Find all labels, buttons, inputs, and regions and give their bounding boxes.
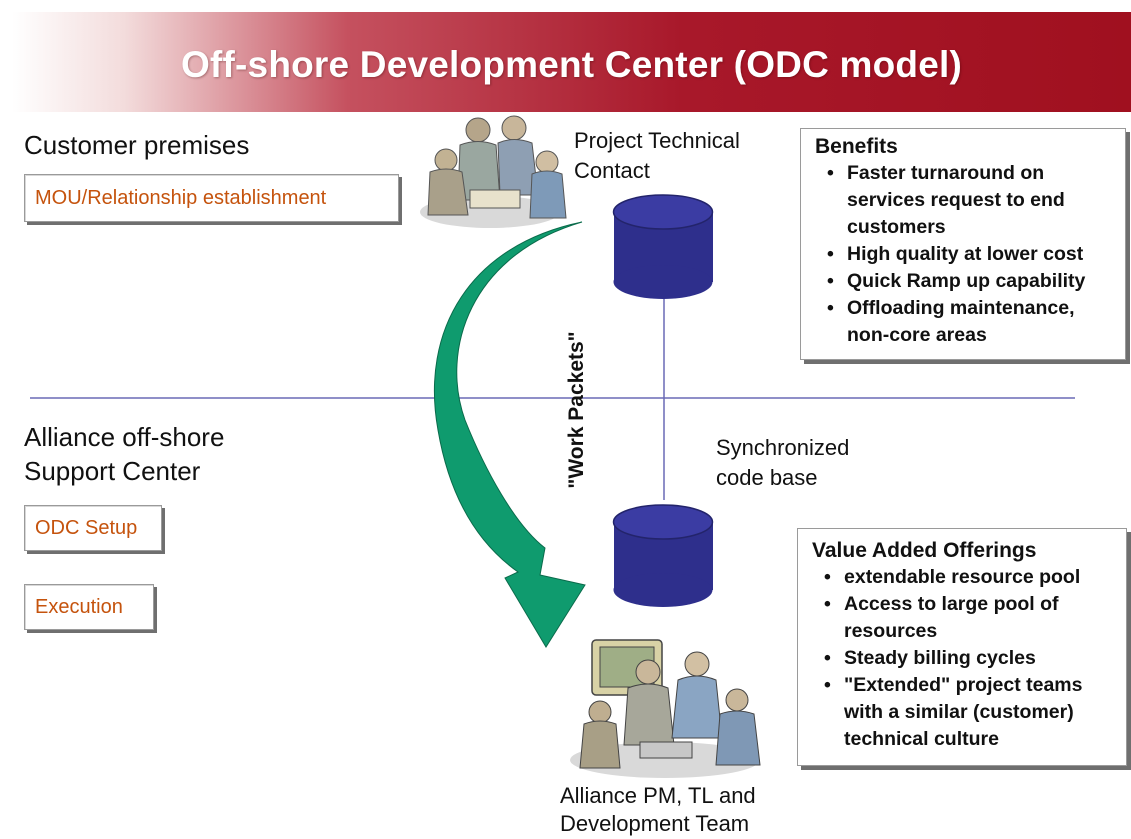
list-item: Offloading maintenance, non-core areas <box>815 295 1117 349</box>
work-packets-label: "Work Packets" <box>565 331 588 488</box>
team-label-line1: Alliance PM, TL and <box>560 783 756 808</box>
alliance-heading-line1: Alliance off-shore <box>24 422 225 452</box>
execution-label: Execution <box>35 595 123 618</box>
odc-setup-button[interactable]: ODC Setup <box>24 505 162 551</box>
sync-label-line1: Synchronized <box>716 435 850 460</box>
work-packets-arrow <box>434 221 586 648</box>
value-added-box: Value Added Offerings extendable resourc… <box>797 528 1127 766</box>
alliance-team-illustration <box>570 639 761 778</box>
customer-database-icon <box>612 194 714 299</box>
offshore-database-icon <box>612 504 714 607</box>
list-item: Quick Ramp up capability <box>815 268 1117 295</box>
sync-label-line2: code base <box>716 465 818 490</box>
alliance-heading-line2: Support Center <box>24 456 201 486</box>
project-contact-line1: Project Technical <box>574 128 740 153</box>
value-added-title: Value Added Offerings <box>812 539 1037 562</box>
benefits-box: Benefits Faster turnaround on services r… <box>800 128 1126 360</box>
team-label-line2: Development Team <box>560 811 750 836</box>
benefits-list: Faster turnaround on services request to… <box>815 160 1117 349</box>
list-item: "Extended" project teams with a similar … <box>812 672 1120 753</box>
page-title: Off-shore Development Center (ODC model) <box>181 44 962 85</box>
execution-button[interactable]: Execution <box>24 584 154 630</box>
odc-setup-label: ODC Setup <box>35 516 138 539</box>
mou-relationship-button[interactable]: MOU/Relationship establishment <box>24 174 399 222</box>
customer-team-illustration <box>420 115 567 228</box>
value-added-list: extendable resource pool Access to large… <box>812 564 1120 753</box>
list-item: extendable resource pool <box>812 564 1120 591</box>
mou-relationship-label: MOU/Relationship establishment <box>35 186 327 209</box>
project-contact-line2: Contact <box>574 158 650 183</box>
list-item: Faster turnaround on services request to… <box>815 160 1117 241</box>
customer-premises-heading: Customer premises <box>24 130 250 160</box>
title-banner: Off-shore Development Center (ODC model) <box>12 12 1131 112</box>
list-item: Access to large pool of resources <box>812 591 1120 645</box>
list-item: Steady billing cycles <box>812 645 1120 672</box>
list-item: High quality at lower cost <box>815 241 1117 268</box>
benefits-title: Benefits <box>815 135 898 158</box>
